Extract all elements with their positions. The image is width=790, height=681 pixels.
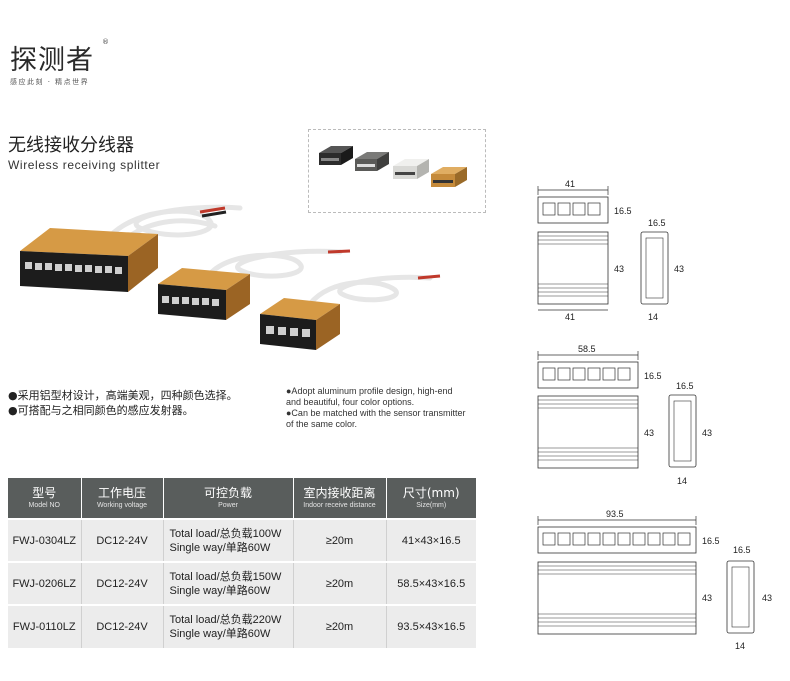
features-en: ●Adopt aluminum profile design, high-end… xyxy=(286,386,496,430)
product-title-zh: 无线接收分线器 xyxy=(8,135,134,156)
dim-side-width: 14 xyxy=(735,641,745,651)
dim-side-height: 43 xyxy=(674,264,684,274)
dim-side-depth: 16.5 xyxy=(648,218,666,228)
cell-model: FWJ-0206LZ xyxy=(8,561,82,605)
dim-top-depth: 16.5 xyxy=(644,371,662,381)
drawing-4-port: 41 16.5 43 41 16.5 43 14 xyxy=(537,179,684,322)
feature-en-line-1: ●Adopt aluminum profile design, high-end xyxy=(286,386,453,396)
dim-front-height: 43 xyxy=(644,428,654,438)
cell-voltage: DC12-24V xyxy=(81,604,164,648)
color-swatch-black xyxy=(319,146,353,165)
cell-distance: ≥20m xyxy=(293,604,387,648)
color-swatch-dark-grey xyxy=(355,152,389,171)
feature-zh-2: ●可搭配与之相同颜色的感应发射器。 xyxy=(8,404,194,417)
dim-side-height: 43 xyxy=(762,593,772,603)
cell-distance: ≥20m xyxy=(293,561,387,605)
registered-mark: ® xyxy=(102,38,109,46)
product-title-en: Wireless receiving splitter xyxy=(8,158,161,172)
dim-front-width: 41 xyxy=(565,312,575,322)
dim-top-depth: 16.5 xyxy=(614,206,632,216)
dim-top-width: 93.5 xyxy=(606,509,624,519)
cell-model: FWJ-0110LZ xyxy=(8,604,82,648)
cell-distance: ≥20m xyxy=(293,518,387,562)
color-swatch-gold xyxy=(431,167,467,187)
cable-bundle-medium xyxy=(207,248,343,279)
dim-top-width: 41 xyxy=(565,179,575,189)
header-size: 尺寸(mm)Size(mm) xyxy=(386,478,476,519)
color-options-panel xyxy=(308,129,486,213)
brand-name: 探测者 xyxy=(10,45,94,76)
dim-side-depth: 16.5 xyxy=(733,545,751,555)
feature-en-line-2: and beautiful, four color options. xyxy=(286,397,415,407)
cable-bundle-small xyxy=(307,274,433,307)
dim-side-height: 43 xyxy=(702,428,712,438)
color-options-image xyxy=(319,146,467,187)
cell-voltage: DC12-24V xyxy=(81,518,164,562)
dim-top-width: 58.5 xyxy=(578,344,596,354)
cell-voltage: DC12-24V xyxy=(81,561,164,605)
dim-front-height: 43 xyxy=(702,593,712,603)
splitter-small xyxy=(260,298,340,350)
splitter-medium xyxy=(158,268,250,320)
color-swatch-silver xyxy=(393,159,429,179)
dim-side-width: 14 xyxy=(677,476,687,486)
cell-size: 93.5×43×16.5 xyxy=(386,604,476,648)
dim-side-depth: 16.5 xyxy=(676,381,694,391)
dim-top-depth: 16.5 xyxy=(702,536,720,546)
dim-front-height: 43 xyxy=(614,264,624,274)
product-photo xyxy=(20,204,441,350)
brand-slogan: 感应此刻 · 精点世界 xyxy=(10,78,90,86)
dim-side-width: 14 xyxy=(648,312,658,322)
feature-en-line-4: of the same color. xyxy=(286,419,358,429)
drawing-10-port: 93.5 16.5 43 16.5 43 14 xyxy=(537,509,772,651)
feature-zh-1: ●采用铝型材设计，高端美观，四种颜色选择。 xyxy=(8,389,238,402)
cell-model: FWJ-0304LZ xyxy=(8,518,82,562)
drawing-6-port: 58.5 16.5 43 16.5 43 14 xyxy=(537,344,712,486)
features-zh: ●采用铝型材设计，高端美观，四种颜色选择。 ●可搭配与之相同颜色的感应发射器。 xyxy=(8,388,238,418)
feature-en-line-3: ●Can be matched with the sensor transmit… xyxy=(286,408,466,418)
brand-logo: 探测者 ® 感应此刻 · 精点世界 xyxy=(10,38,109,87)
cell-size: 58.5×43×16.5 xyxy=(386,561,476,605)
cell-size: 41×43×16.5 xyxy=(386,518,476,562)
splitter-large xyxy=(20,228,158,292)
